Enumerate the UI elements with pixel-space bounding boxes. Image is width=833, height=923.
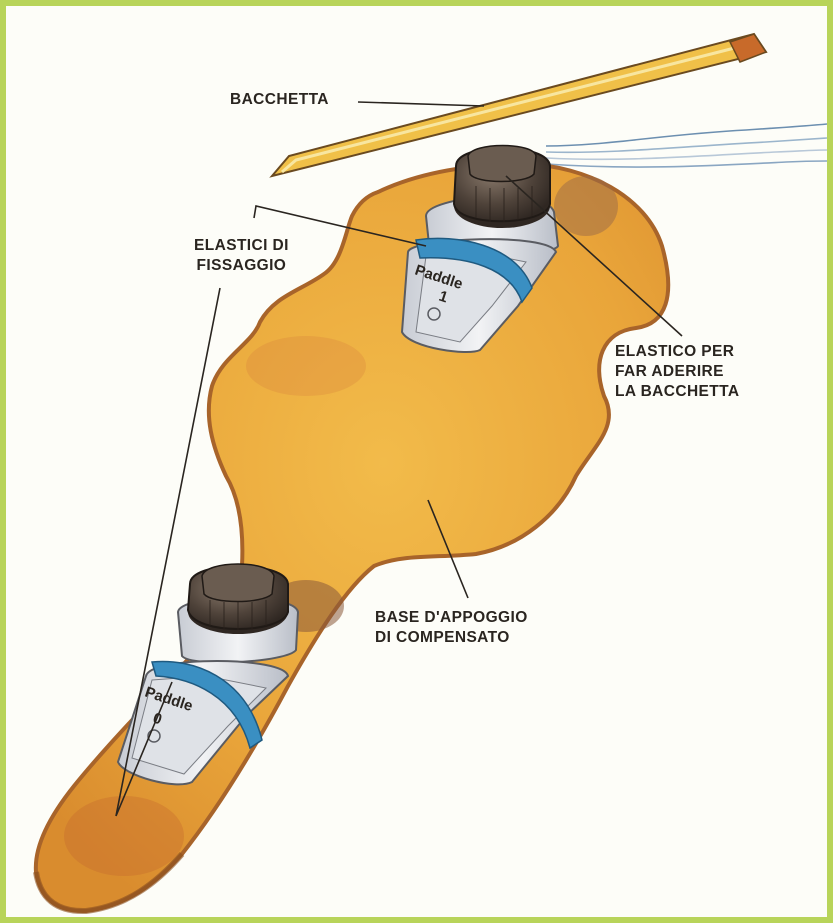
label-bacchetta: BACCHETTA — [230, 90, 329, 110]
label-elastico-per-far-aderire: ELASTICO PER FAR ADERIRE LA BACCHETTA — [615, 342, 739, 402]
label-elastici-line2: FISSAGGIO — [194, 256, 289, 276]
label-elastici-di-fissaggio: ELASTICI DI FISSAGGIO — [194, 236, 289, 276]
label-elastici-line1: ELASTICI DI — [194, 236, 289, 256]
paddle-0-unit: Paddle 0 — [118, 564, 298, 784]
plywood-base — [36, 164, 668, 911]
paddle-mount-illustration: Paddle 1 Paddle 0 — [6, 6, 827, 917]
cable-wires — [546, 124, 827, 167]
leader-bacchetta — [358, 102, 484, 106]
label-elastico-line1: ELASTICO PER — [615, 342, 739, 362]
label-base-dappoggio: BASE D'APPOGGIO DI COMPENSATO — [375, 608, 528, 648]
label-elastico-line2: FAR ADERIRE — [615, 362, 739, 382]
label-elastico-line3: LA BACCHETTA — [615, 382, 739, 402]
label-bacchetta-text: BACCHETTA — [230, 90, 329, 110]
label-base-line2: DI COMPENSATO — [375, 628, 528, 648]
label-base-line1: BASE D'APPOGGIO — [375, 608, 528, 628]
